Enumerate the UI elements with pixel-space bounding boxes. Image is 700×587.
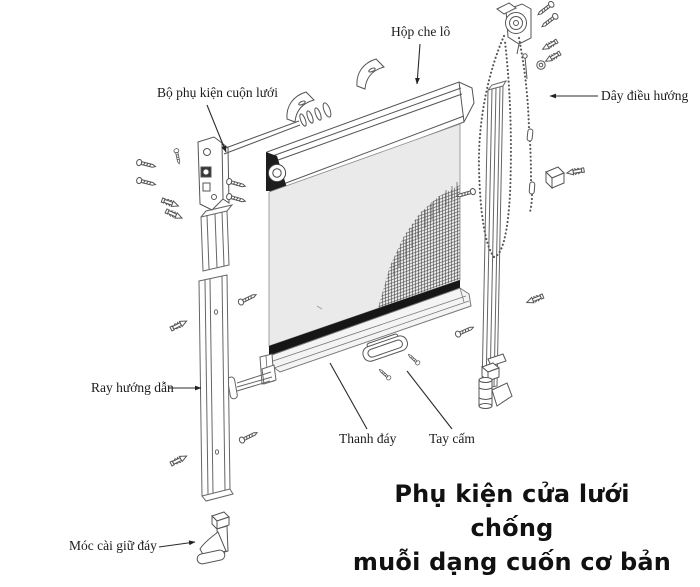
left-rail [198, 274, 234, 502]
diagram-title: Phụ kiện cửa lưới chống muỗi dạng cuốn c… [352, 477, 672, 579]
screw-icon [453, 323, 476, 339]
wall-anchor-icon [160, 196, 181, 210]
washer-icon [522, 53, 546, 80]
wall-anchor-icon [525, 292, 545, 306]
screw-icon [406, 352, 422, 367]
screw-icon [135, 176, 157, 189]
screw-icon [237, 429, 259, 445]
mounting-clip [356, 58, 385, 90]
screw-icon [377, 367, 393, 382]
bottom-bar [259, 280, 472, 385]
wall-anchor-icon [169, 317, 189, 333]
screw-icon [539, 11, 560, 30]
mounting-clip [286, 91, 315, 123]
housing-bar [266, 81, 475, 193]
roller-axle-spring [222, 102, 332, 155]
chain-connector [526, 128, 536, 195]
screw-icon [173, 147, 182, 165]
wall-anchor-icon [169, 452, 189, 468]
label-hop-che-lo: Hộp che lô [391, 24, 451, 39]
label-moc-cai-giu-day: Móc cài giữ đáy [69, 538, 157, 553]
handle [362, 333, 408, 362]
wall-anchor-icon [540, 37, 559, 53]
label-tay-cam: Tay cấm [429, 431, 475, 446]
chain-holder [478, 353, 513, 409]
wall-anchor-icon [565, 166, 586, 177]
diagram-title-line1: Phụ kiện cửa lưới chống [394, 480, 630, 542]
wall-anchor-icon [164, 207, 184, 222]
left-rail-top-piece [200, 204, 234, 272]
label-thanh-day: Thanh đáy [339, 431, 397, 446]
leader-lines [158, 43, 598, 548]
screw-icon [135, 158, 157, 171]
mesh-screen [268, 123, 461, 347]
chain-pulley-mechanism [496, 2, 532, 55]
diagram-title-line2: muỗi dạng cuốn cơ bản [352, 548, 672, 576]
corner-bracket [545, 166, 565, 190]
bead-chain [477, 34, 534, 259]
label-ray-huong-dan: Ray hướng dẫn [91, 380, 174, 395]
label-bo-phu-kien: Bộ phụ kiện cuộn lưới [157, 85, 278, 100]
screw-icon [236, 291, 258, 307]
left-bracket-assembly [197, 136, 230, 211]
right-rail [481, 80, 508, 390]
wall-anchor-icon [543, 49, 562, 65]
bottom-hook [196, 511, 230, 565]
bottom-spring-rod [227, 364, 277, 400]
label-day-dieu-huong: Dây điều hướng [601, 88, 689, 103]
